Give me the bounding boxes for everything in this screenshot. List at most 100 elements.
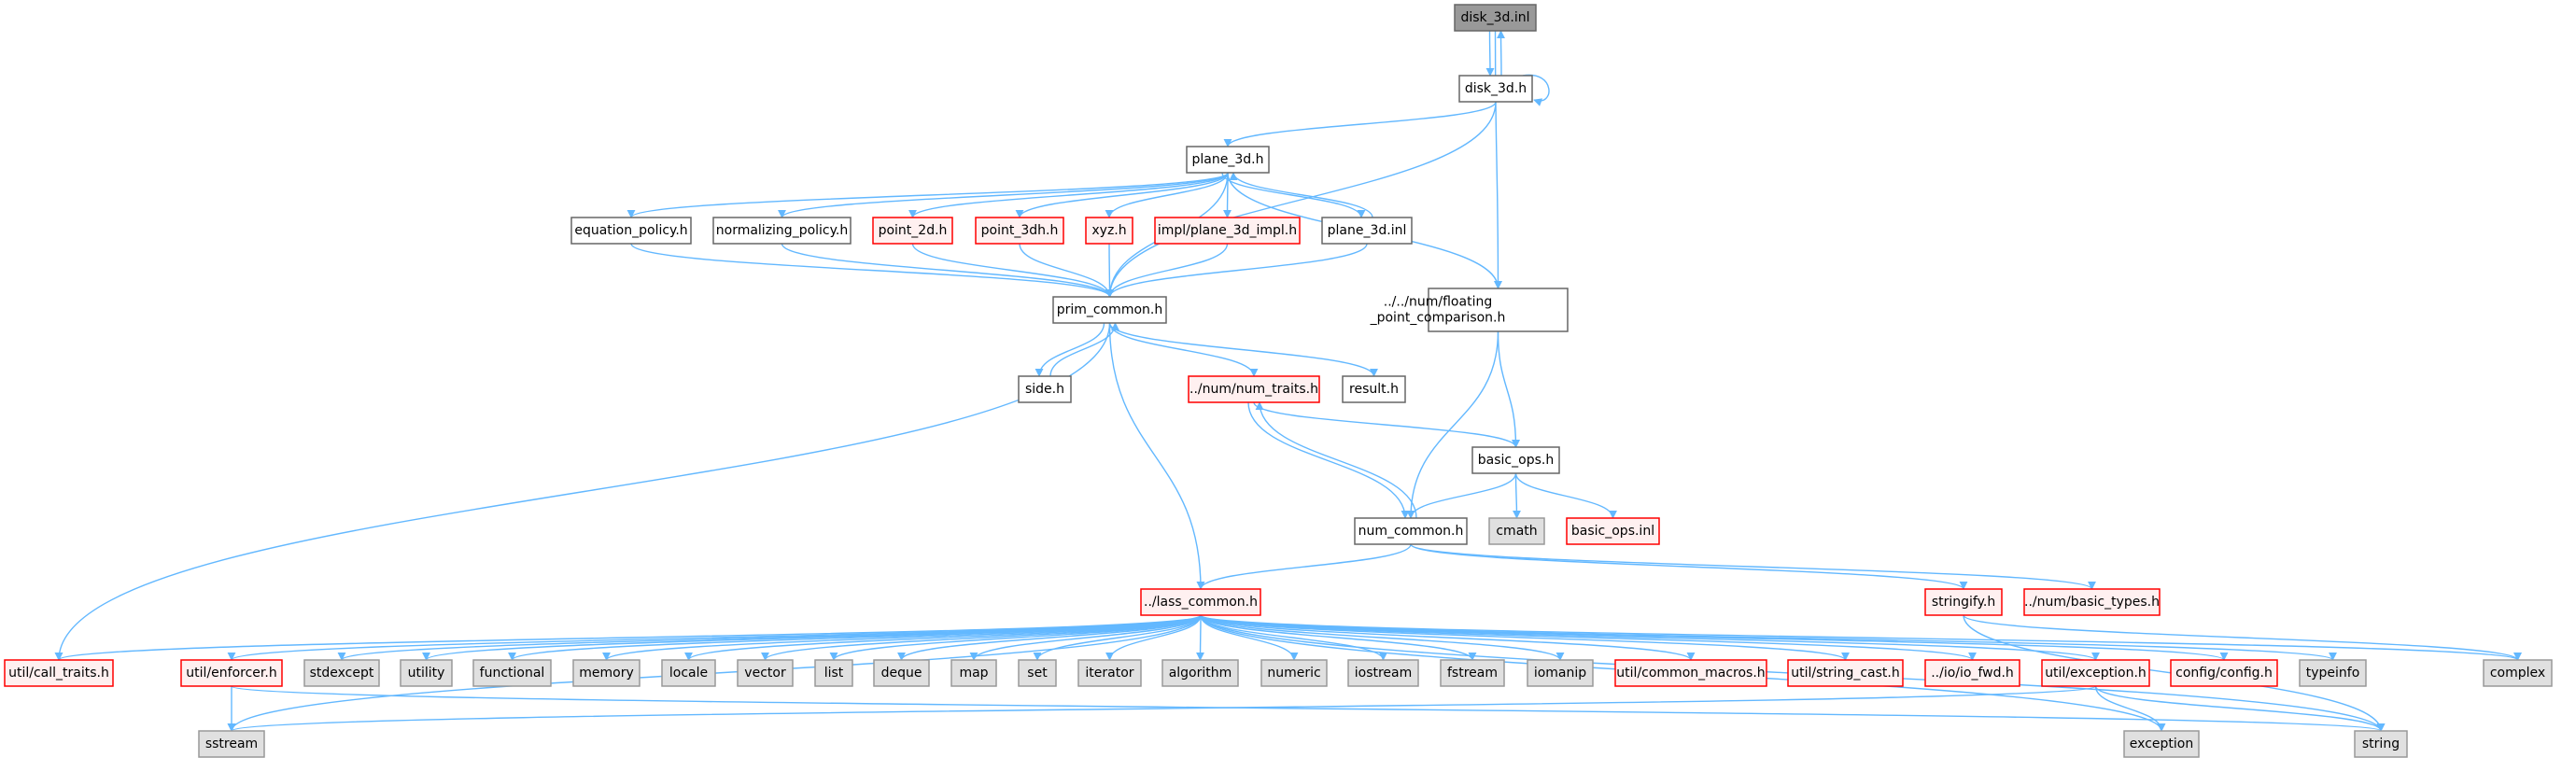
- node-point-3dh[interactable]: point_3dh.h: [975, 217, 1064, 245]
- node-box[interactable]: [1077, 659, 1142, 687]
- node-box[interactable]: [2170, 659, 2278, 687]
- node-box[interactable]: [1428, 288, 1569, 332]
- node-box[interactable]: [712, 217, 852, 245]
- node-disk-3d-inl[interactable]: disk_3d.inl: [1454, 4, 1537, 32]
- node-plane-3d-impl[interactable]: impl/plane_3d_impl.h: [1154, 217, 1301, 245]
- node-memory[interactable]: memory: [572, 659, 640, 687]
- node-list[interactable]: list: [814, 659, 853, 687]
- node-box[interactable]: [661, 659, 716, 687]
- node-lass-common[interactable]: ../lass_common.h: [1140, 588, 1261, 616]
- node-map[interactable]: map: [950, 659, 997, 687]
- node-box[interactable]: [2299, 659, 2367, 687]
- node-result[interactable]: result.h: [1342, 375, 1406, 403]
- node-num-traits[interactable]: ../num/num_traits.h: [1188, 375, 1320, 403]
- node-stringify[interactable]: stringify.h: [1924, 588, 2003, 616]
- node-box[interactable]: [1454, 4, 1537, 32]
- node-box[interactable]: [814, 659, 853, 687]
- node-typeinfo[interactable]: typeinfo: [2299, 659, 2367, 687]
- node-box[interactable]: [1924, 659, 2020, 687]
- node-iomanip[interactable]: iomanip: [1527, 659, 1594, 687]
- node-basic-ops-inl[interactable]: basic_ops.inl: [1566, 517, 1660, 545]
- node-normalizing-policy[interactable]: normalizing_policy.h: [712, 217, 852, 245]
- node-utility[interactable]: utility: [400, 659, 453, 687]
- node-cmath[interactable]: cmath: [1488, 517, 1545, 545]
- node-box[interactable]: [472, 659, 552, 687]
- node-box[interactable]: [1018, 375, 1072, 403]
- node-box[interactable]: [1085, 217, 1133, 245]
- node-box[interactable]: [2041, 659, 2150, 687]
- node-string-cast[interactable]: util/string_cast.h: [1787, 659, 1904, 687]
- node-box[interactable]: [872, 217, 953, 245]
- node-box[interactable]: [1527, 659, 1594, 687]
- node-box[interactable]: [1140, 588, 1261, 616]
- node-string[interactable]: string: [2354, 730, 2408, 758]
- node-numeric[interactable]: numeric: [1260, 659, 1328, 687]
- node-fstream[interactable]: fstream: [1440, 659, 1505, 687]
- node-box[interactable]: [180, 659, 283, 687]
- node-box[interactable]: [303, 659, 380, 687]
- node-functional[interactable]: functional: [472, 659, 552, 687]
- node-num-common[interactable]: num_common.h: [1354, 517, 1468, 545]
- node-locale[interactable]: locale: [661, 659, 716, 687]
- node-box[interactable]: [1488, 517, 1545, 545]
- node-box[interactable]: [950, 659, 997, 687]
- node-box[interactable]: [1924, 588, 2003, 616]
- node-exception-h[interactable]: util/exception.h: [2041, 659, 2150, 687]
- node-box[interactable]: [2023, 588, 2161, 616]
- node-box[interactable]: [1342, 375, 1406, 403]
- node-common-macros[interactable]: util/common_macros.h: [1614, 659, 1767, 687]
- node-iterator[interactable]: iterator: [1077, 659, 1142, 687]
- node-box[interactable]: [1471, 446, 1560, 474]
- node-box[interactable]: [572, 659, 640, 687]
- node-box[interactable]: [1354, 517, 1468, 545]
- node-box[interactable]: [1154, 217, 1301, 245]
- node-box[interactable]: [1440, 659, 1505, 687]
- node-basic-ops[interactable]: basic_ops.h: [1471, 446, 1560, 474]
- node-prim-common[interactable]: prim_common.h: [1052, 296, 1167, 324]
- node-box[interactable]: [570, 217, 692, 245]
- node-box[interactable]: [1260, 659, 1328, 687]
- node-config[interactable]: config/config.h: [2170, 659, 2278, 687]
- node-box[interactable]: [1018, 659, 1057, 687]
- node-basic-types[interactable]: ../num/basic_types.h: [2023, 588, 2161, 616]
- node-floating[interactable]: ../../num/floating_point_comparison.h: [1370, 288, 1569, 332]
- node-call-traits[interactable]: util/call_traits.h: [4, 659, 114, 687]
- node-equation-policy[interactable]: equation_policy.h: [570, 217, 692, 245]
- node-box[interactable]: [198, 730, 265, 758]
- node-box[interactable]: [1614, 659, 1767, 687]
- node-box[interactable]: [1458, 75, 1533, 103]
- node-plane-3d-h[interactable]: plane_3d.h: [1186, 146, 1270, 174]
- node-box[interactable]: [1052, 296, 1167, 324]
- node-vector[interactable]: vector: [737, 659, 794, 687]
- node-side[interactable]: side.h: [1018, 375, 1072, 403]
- node-box[interactable]: [1787, 659, 1904, 687]
- node-box[interactable]: [1566, 517, 1660, 545]
- node-box[interactable]: [975, 217, 1064, 245]
- node-box[interactable]: [2123, 730, 2200, 758]
- node-sstream[interactable]: sstream: [198, 730, 265, 758]
- node-box[interactable]: [873, 659, 930, 687]
- node-plane-3d-inl[interactable]: plane_3d.inl: [1321, 217, 1413, 245]
- node-deque[interactable]: deque: [873, 659, 930, 687]
- node-iostream[interactable]: iostream: [1347, 659, 1419, 687]
- node-box[interactable]: [737, 659, 794, 687]
- node-set[interactable]: set: [1018, 659, 1057, 687]
- node-disk-3d-h[interactable]: disk_3d.h: [1458, 75, 1533, 103]
- node-box[interactable]: [1188, 375, 1320, 403]
- node-box[interactable]: [400, 659, 453, 687]
- node-stdexcept[interactable]: stdexcept: [303, 659, 380, 687]
- node-exception[interactable]: exception: [2123, 730, 2200, 758]
- node-enforcer[interactable]: util/enforcer.h: [180, 659, 283, 687]
- node-box[interactable]: [2483, 659, 2553, 687]
- node-complex[interactable]: complex: [2483, 659, 2553, 687]
- node-xyz[interactable]: xyz.h: [1085, 217, 1133, 245]
- node-box[interactable]: [1347, 659, 1419, 687]
- node-algorithm[interactable]: algorithm: [1161, 659, 1239, 687]
- node-box[interactable]: [4, 659, 114, 687]
- node-box[interactable]: [1321, 217, 1413, 245]
- node-box[interactable]: [1186, 146, 1270, 174]
- node-io-fwd[interactable]: ../io/io_fwd.h: [1924, 659, 2020, 687]
- node-box[interactable]: [1161, 659, 1239, 687]
- node-point-2d[interactable]: point_2d.h: [872, 217, 953, 245]
- node-box[interactable]: [2354, 730, 2408, 758]
